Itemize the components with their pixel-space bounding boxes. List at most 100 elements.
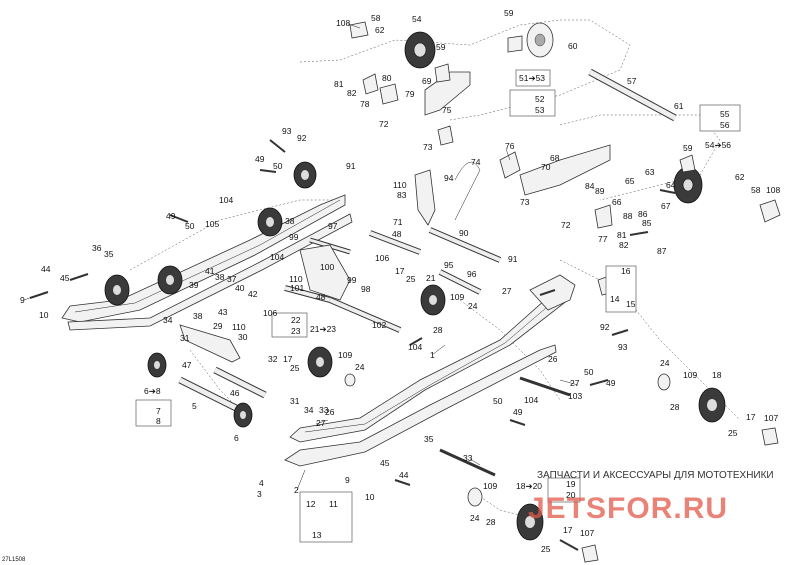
callout-93b: 93: [618, 342, 628, 352]
callout-52: 52: [535, 94, 545, 104]
callout-28c: 28: [486, 517, 496, 527]
callout-47: 47: [182, 360, 192, 370]
callout-89: 89: [595, 186, 605, 196]
block-59b: [679, 154, 696, 173]
callout-4: 4: [259, 478, 264, 488]
callout-69: 69: [422, 76, 432, 86]
block-80: [362, 73, 379, 95]
callout-8: 8: [156, 416, 161, 426]
callout-59b: 59: [683, 143, 693, 153]
spacer-24-right: [657, 373, 671, 391]
callout-9: 9: [20, 295, 25, 305]
callout-39: 39: [189, 280, 199, 290]
callout-59: 59: [504, 8, 514, 18]
callout-103: 103: [568, 391, 582, 401]
callout-85: 85: [642, 218, 652, 228]
callout-74: 74: [471, 157, 481, 167]
callout-27b: 27: [316, 418, 326, 428]
callout-42: 42: [248, 289, 258, 299]
watermark-brand: JETSFOR.RU: [528, 492, 728, 525]
callout-110b: 110: [289, 274, 303, 284]
callout-10b: 10: [365, 492, 375, 502]
callout-67: 67: [661, 201, 671, 211]
spacer-24-bottom: [467, 487, 483, 507]
callout-58b: 58: [751, 185, 761, 195]
callout-97: 97: [328, 221, 338, 231]
callout-93: 93: [282, 126, 292, 136]
callout-48: 48: [392, 229, 402, 239]
box-52-53: [509, 89, 556, 117]
callout-3: 3: [257, 489, 262, 499]
callout-50c: 50: [584, 367, 594, 377]
callout-28b: 28: [670, 402, 680, 412]
callout-31: 31: [180, 333, 190, 343]
callout-109c: 109: [683, 370, 697, 380]
callout-79: 79: [405, 89, 415, 99]
callout-25b: 25: [290, 363, 300, 373]
callout-95: 95: [444, 260, 454, 270]
callout-27: 27: [502, 286, 512, 296]
callout-17d: 17: [563, 525, 573, 535]
callout-17b: 17: [283, 354, 293, 364]
callout-104c: 104: [408, 342, 422, 352]
callout-44: 44: [41, 264, 51, 274]
callout-99: 99: [289, 232, 299, 242]
callout-17: 17: [395, 266, 405, 276]
callout-65: 65: [625, 176, 635, 186]
bolts: [29, 139, 676, 551]
callout-96: 96: [467, 269, 477, 279]
callout-107: 107: [764, 413, 778, 423]
idler-wheel-21: [420, 284, 446, 316]
callout-80: 80: [382, 73, 392, 83]
idler-wheel-54-top: [404, 31, 436, 69]
callout-18-20: 18➔20: [516, 481, 542, 491]
callout-49c: 49: [606, 378, 616, 388]
block-59c: [434, 63, 451, 83]
callout-35b: 35: [424, 434, 434, 444]
callout-16: 16: [621, 266, 631, 276]
callout-24: 24: [468, 301, 478, 311]
callout-27c: 27: [570, 378, 580, 388]
callout-50b: 50: [185, 221, 195, 231]
callout-labels: 108 58 62 54 59 60 51➔53 57 52 53 61 55 …: [20, 8, 780, 554]
callout-49b: 49: [166, 211, 176, 221]
callout-58: 58: [371, 13, 381, 23]
box-7-8: [135, 399, 172, 427]
box-55-56: [699, 104, 741, 132]
callout-15: 15: [626, 299, 636, 309]
idler-wheel-18-bottom: [516, 503, 544, 541]
callout-21: 21: [426, 273, 436, 283]
callout-90: 90: [459, 228, 469, 238]
callout-43: 43: [218, 307, 228, 317]
callout-6-8: 6➔8: [144, 386, 161, 396]
callout-41: 41: [205, 266, 215, 276]
callout-25c: 25: [728, 428, 738, 438]
callout-21-23: 21➔23: [310, 324, 336, 334]
callout-13: 13: [312, 530, 322, 540]
callout-70: 70: [541, 162, 551, 172]
watermark-tagline: ЗАПЧАСТИ И АКСЕССУАРЫ ДЛЯ МОТОТЕХНИКИ: [537, 470, 774, 481]
arm-100: [299, 244, 351, 301]
callout-75: 75: [442, 105, 452, 115]
rail-wheel-mid-left: [257, 207, 283, 237]
callout-24b: 24: [355, 362, 365, 372]
callout-20: 20: [566, 490, 576, 500]
box-14-16: [605, 265, 637, 313]
callout-boxes: [135, 69, 741, 543]
callout-12: 12: [306, 499, 316, 509]
block-59: [507, 35, 523, 53]
callout-34b: 34: [304, 405, 314, 415]
callout-63: 63: [645, 167, 655, 177]
cap-108-top: [349, 21, 369, 39]
callout-25: 25: [406, 274, 416, 284]
callout-23: 23: [291, 326, 301, 336]
callout-5: 5: [192, 401, 197, 411]
callout-83: 83: [397, 190, 407, 200]
callout-38b: 38: [215, 272, 225, 282]
cap-107b: [581, 544, 599, 563]
callout-82b: 82: [619, 240, 629, 250]
callout-76: 76: [505, 141, 515, 151]
callout-104d: 104: [524, 395, 538, 405]
callout-92: 92: [297, 133, 307, 143]
